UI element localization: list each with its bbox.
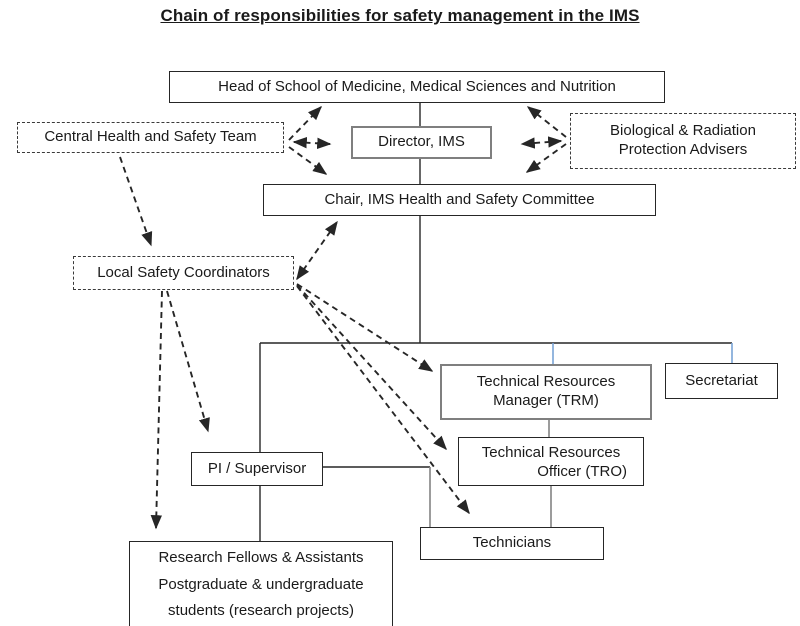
hierarchy-solid-connectors: [259, 102, 733, 542]
node-label-line1: Technical Resources: [476, 373, 616, 391]
node-label: PI / Supervisor: [207, 459, 307, 477]
node-technicians: Technicians: [420, 527, 604, 560]
diagram-title: Chain of responsibilities for safety man…: [160, 6, 640, 25]
node-label: Central Health and Safety Team: [44, 128, 257, 146]
node-label: Secretariat: [685, 371, 758, 389]
advisory-dashed-arrows: [119, 105, 567, 530]
node-technical-resources-officer: Technical Resources Officer (TRO): [458, 437, 644, 486]
node-chair-ims-health-safety-committee: Chair, IMS Health and Safety Committee: [263, 184, 656, 216]
node-research-fellows-students: Research Fellows & Assistants Postgradua…: [129, 541, 393, 626]
node-head-of-school: Head of School of Medicine, Medical Scie…: [169, 71, 665, 103]
node-pi-supervisor: PI / Supervisor: [191, 452, 323, 486]
node-label-line1: Biological & Radiation: [610, 122, 756, 140]
node-label: Chair, IMS Health and Safety Committee: [324, 190, 595, 208]
node-label-line2: Protection Advisers: [618, 141, 748, 158]
node-label-line2: Manager (TRM): [493, 392, 599, 409]
node-central-health-and-safety-team: Central Health and Safety Team: [17, 122, 284, 153]
node-label-line2: Postgraduate & undergraduate: [158, 575, 364, 593]
node-technical-resources-manager: Technical Resources Manager (TRM): [440, 364, 652, 420]
node-label-line2: Officer (TRO): [537, 463, 627, 480]
node-biological-radiation-advisers: Biological & Radiation Protection Advise…: [570, 113, 796, 169]
node-label: Technicians: [472, 534, 552, 552]
node-director-ims: Director, IMS: [351, 126, 492, 159]
node-label-line1: Technical Resources: [481, 444, 621, 462]
node-local-safety-coordinators: Local Safety Coordinators: [73, 256, 294, 290]
node-label-line1: Research Fellows & Assistants: [158, 549, 364, 566]
node-label: Director, IMS: [378, 133, 465, 151]
node-secretariat: Secretariat: [665, 363, 778, 399]
node-label-line3: students (research projects): [168, 602, 354, 620]
node-label: Head of School of Medicine, Medical Scie…: [218, 77, 616, 95]
node-label: Local Safety Coordinators: [97, 263, 270, 281]
